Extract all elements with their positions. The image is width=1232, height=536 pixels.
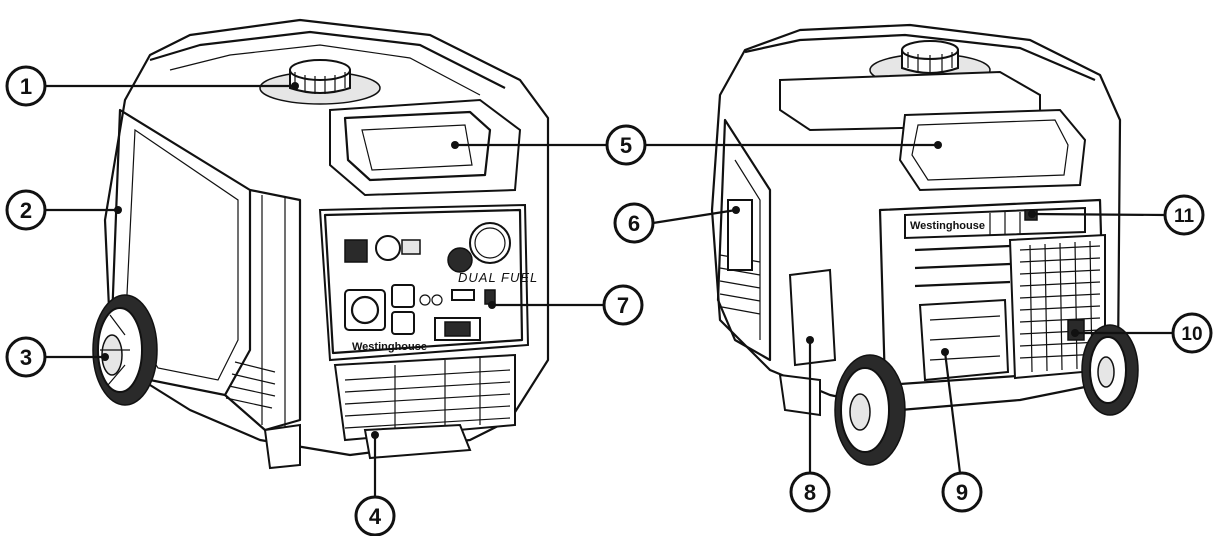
callout-9: 9 [941, 471, 983, 513]
callout-5-label: 5 [620, 133, 632, 158]
callout-4: 4 [354, 495, 396, 536]
callout-11-label: 11 [1174, 206, 1195, 227]
callout-7-label: 7 [617, 293, 629, 318]
front-grille [333, 353, 516, 442]
callout-3-label: 3 [20, 345, 32, 370]
exhaust-grille [1008, 233, 1106, 380]
brand-label: Westinghouse [352, 341, 427, 353]
callout-2: 2 [5, 189, 47, 231]
dual-fuel-label: DUAL FUEL [458, 270, 538, 285]
callout-3: 3 [5, 336, 47, 378]
callout-9-label: 9 [956, 480, 968, 505]
wheel-left [92, 294, 158, 406]
callout-2-label: 2 [20, 198, 32, 223]
callout-8: 8 [789, 471, 831, 513]
side-vent [225, 361, 276, 409]
wheel-rear-left [834, 354, 906, 466]
leader-lines [46, 82, 1172, 498]
rear-view-generator: Westinghouse [710, 23, 1139, 466]
rear-brand-label: Westinghouse [910, 220, 985, 232]
callout-10: 10 [1171, 312, 1213, 354]
front-view-generator: DUAL FUEL Westinghouse [92, 18, 550, 470]
callout-8-label: 8 [804, 480, 816, 505]
callout-1-label: 1 [20, 74, 32, 99]
callout-1: 1 [5, 65, 47, 107]
callout-4-label: 4 [369, 504, 382, 529]
wheel-rear-right [1081, 324, 1139, 416]
callout-10-label: 10 [1181, 324, 1202, 345]
control-panel: DUAL FUEL Westinghouse [318, 203, 538, 362]
callout-6: 6 [613, 202, 655, 244]
callout-5: 5 [605, 124, 647, 166]
callout-7: 7 [602, 284, 644, 326]
callout-11: 11 [1163, 194, 1205, 236]
callout-6-label: 6 [628, 211, 640, 236]
